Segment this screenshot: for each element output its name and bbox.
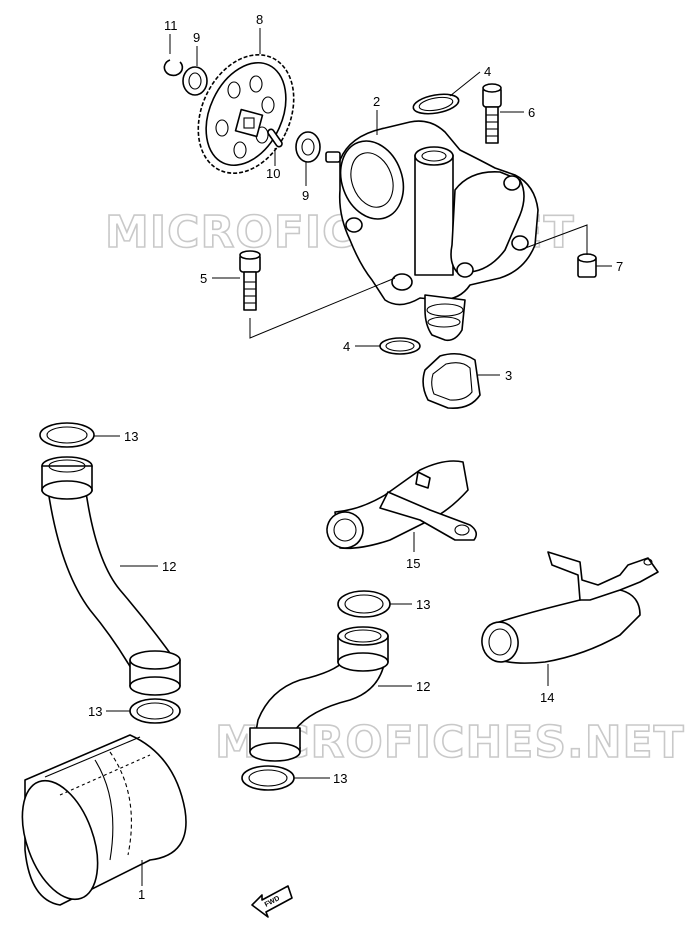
- part-oil-pipe-12a: [41, 456, 181, 696]
- callout-12a: 12: [162, 559, 176, 574]
- part-oil-pump: [325, 120, 539, 342]
- callout-11: 11: [164, 18, 178, 33]
- part-bolt-5: [239, 250, 261, 311]
- part-oring-4b: [379, 337, 421, 355]
- part-oil-pipe-12b: [249, 626, 389, 762]
- callout-13b: 13: [416, 597, 430, 612]
- callout-14: 14: [540, 690, 554, 705]
- callout-15: 15: [406, 556, 420, 571]
- callout-1: 1: [138, 887, 145, 902]
- part-oring-13d: [241, 765, 295, 791]
- callout-10: 10: [266, 166, 280, 181]
- callout-13a: 13: [124, 429, 138, 444]
- callout-5: 5: [200, 271, 207, 286]
- callout-4a: 4: [484, 64, 491, 79]
- part-circlip: [163, 59, 184, 77]
- callout-6: 6: [528, 105, 535, 120]
- callout-13d: 13: [333, 771, 347, 786]
- callout-12b: 12: [416, 679, 430, 694]
- part-pin: [267, 128, 283, 148]
- part-hose-15: [326, 460, 478, 550]
- part-gasket: [422, 352, 481, 410]
- part-washer-9a: [182, 66, 208, 96]
- part-oring-13b: [129, 698, 181, 724]
- callout-2: 2: [373, 94, 380, 109]
- part-oring-4a: [412, 93, 460, 115]
- callout-13c: 13: [88, 704, 102, 719]
- part-bolt-6: [482, 83, 502, 144]
- part-dowel: [577, 253, 597, 278]
- callout-3: 3: [505, 368, 512, 383]
- callout-9b: 9: [302, 188, 309, 203]
- part-hose-14: [481, 551, 659, 664]
- callout-9a: 9: [193, 30, 200, 45]
- callout-7: 7: [616, 259, 623, 274]
- part-oring-13a: [39, 422, 95, 448]
- part-oring-13c: [337, 590, 391, 618]
- callout-8: 8: [256, 12, 263, 27]
- part-driven-gear: [197, 54, 295, 174]
- part-oil-filter: [21, 734, 187, 906]
- part-washer-9b: [295, 131, 321, 163]
- callout-4b: 4: [343, 339, 350, 354]
- fwd-arrow-icon: FWD: [251, 885, 293, 918]
